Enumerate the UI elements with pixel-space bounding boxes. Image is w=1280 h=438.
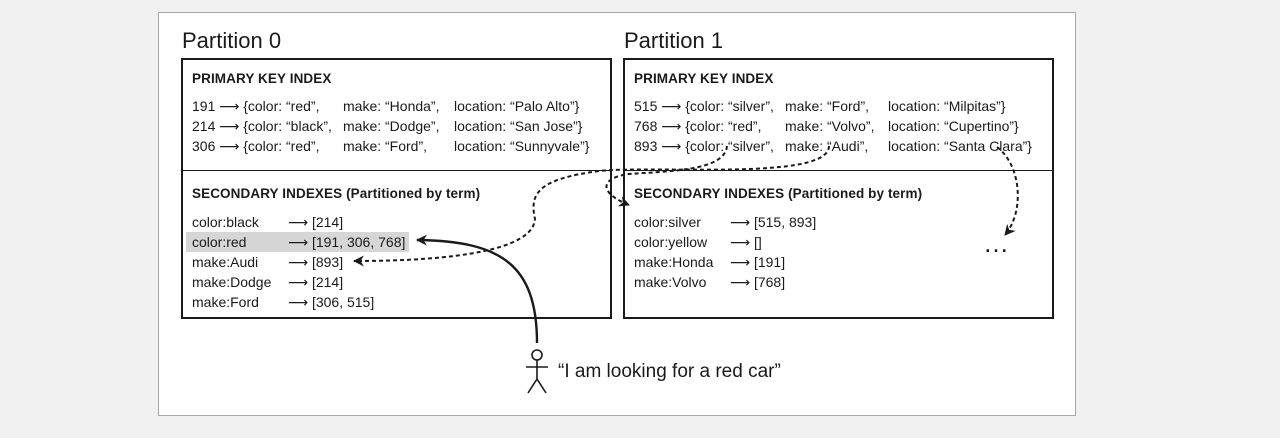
index-term: make:Audi	[192, 254, 259, 270]
diagram-frame: Partition 0 PRIMARY KEY INDEX 191 ⟶ {col…	[158, 12, 1076, 416]
pk-make: make: “Honda”,	[343, 98, 440, 114]
index-term: color:yellow	[634, 234, 708, 250]
partition-1-box: PRIMARY KEY INDEX 515 ⟶ {color: “silver”…	[623, 58, 1054, 319]
secondary-index-row: color:yellow ⟶ []	[634, 232, 1058, 252]
index-postings: ⟶ [515, 893]	[730, 214, 817, 230]
pk-location: location: “Cupertino”}	[888, 118, 1019, 134]
pk-id: 515 ⟶ {color: “silver”,	[634, 98, 774, 114]
pk-make: make: “Ford”,	[343, 138, 428, 154]
partition-1-title: Partition 1	[624, 28, 724, 53]
pk-location: location: “San Jose”}	[454, 118, 583, 134]
pk-location: location: “Santa Clara”}	[888, 138, 1032, 154]
pk-id: 191 ⟶ {color: “red”,	[192, 98, 320, 114]
index-term: make:Volvo	[634, 274, 707, 290]
arrow-audi-to-index	[352, 145, 830, 267]
index-postings: ⟶ [306, 515]	[288, 294, 375, 310]
arrow-silver-to-index	[605, 145, 728, 207]
arrow-location-to-more	[996, 146, 1019, 236]
partition-0-divider	[183, 170, 610, 171]
partition-1-primary-heading: PRIMARY KEY INDEX	[634, 71, 774, 86]
partition-1-primary-row: 515 ⟶ {color: “silver”, make: “Ford”, lo…	[634, 96, 1058, 116]
pk-id: 306 ⟶ {color: “red”,	[192, 138, 320, 154]
user-query-quote: “I am looking for a red car”	[558, 361, 781, 382]
partition-0-secondary-heading: SECONDARY INDEXES (Partitioned by term)	[192, 186, 481, 201]
index-term: make:Ford	[192, 294, 259, 310]
pk-make: make: “Audi”,	[785, 138, 869, 154]
pk-id: 768 ⟶ {color: “red”,	[634, 118, 762, 134]
secondary-index-row: make:Audi ⟶ [893]	[192, 252, 616, 272]
partition-0-primary-row: 214 ⟶ {color: “black”, make: “Dodge”, lo…	[192, 116, 616, 136]
pk-location: location: “Sunnyvale”}	[454, 138, 590, 154]
pk-make: make: “Volvo”,	[785, 118, 875, 134]
partition-0-title: Partition 0	[182, 28, 282, 53]
pk-make: make: “Ford”,	[785, 98, 870, 114]
partition-0-primary-row: 191 ⟶ {color: “red”, make: “Honda”, loca…	[192, 96, 616, 116]
index-term: color:black	[192, 214, 259, 230]
index-postings: ⟶ [191]	[730, 254, 786, 270]
user-stick-figure-icon	[526, 349, 548, 394]
partition-1-divider	[625, 170, 1052, 171]
pk-location: location: “Palo Alto”}	[454, 98, 580, 114]
pk-location: location: “Milpitas”}	[888, 98, 1006, 114]
index-term: make:Dodge	[192, 274, 272, 290]
pk-id: 214 ⟶ {color: “black”,	[192, 118, 332, 134]
arrows-overlay	[352, 145, 1019, 394]
index-postings: ⟶ [893]	[288, 254, 344, 270]
partition-1-primary-row: 893 ⟶ {color: “silver”, make: “Audi”, lo…	[634, 136, 1058, 156]
partition-1-primary-row: 768 ⟶ {color: “red”, make: “Volvo”, loca…	[634, 116, 1058, 136]
index-postings: ⟶ []	[730, 234, 762, 250]
secondary-index-row: make:Dodge ⟶ [214]	[192, 272, 616, 292]
index-postings: ⟶ [214]	[288, 214, 344, 230]
secondary-index-row: make:Volvo ⟶ [768]	[634, 272, 1058, 292]
partition-0-primary-heading: PRIMARY KEY INDEX	[192, 71, 332, 86]
secondary-index-row: color:silver ⟶ [515, 893]	[634, 212, 1058, 232]
index-postings: ⟶ [191, 306, 768]	[288, 234, 406, 250]
index-term: color:red	[192, 234, 247, 250]
secondary-index-row: make:Ford ⟶ [306, 515]	[192, 292, 616, 312]
index-term: color:silver	[634, 214, 701, 230]
arrow-query-to-color-red	[415, 234, 539, 344]
partition-1-secondary-heading: SECONDARY INDEXES (Partitioned by term)	[634, 186, 923, 201]
index-postings: ⟶ [214]	[288, 274, 344, 290]
index-term: make:Honda	[634, 254, 714, 270]
partition-0-primary-row: 306 ⟶ {color: “red”, make: “Ford”, locat…	[192, 136, 616, 156]
pk-id: 893 ⟶ {color: “silver”,	[634, 138, 774, 154]
secondary-index-row-highlighted: color:red ⟶ [191, 306, 768]	[186, 232, 409, 252]
partition-0-box: PRIMARY KEY INDEX 191 ⟶ {color: “red”, m…	[181, 58, 612, 319]
pk-make: make: “Dodge”,	[343, 118, 440, 134]
secondary-index-row: color:black ⟶ [214]	[192, 212, 616, 232]
secondary-index-row: make:Honda ⟶ [191]	[634, 252, 1058, 272]
index-postings: ⟶ [768]	[730, 274, 786, 290]
